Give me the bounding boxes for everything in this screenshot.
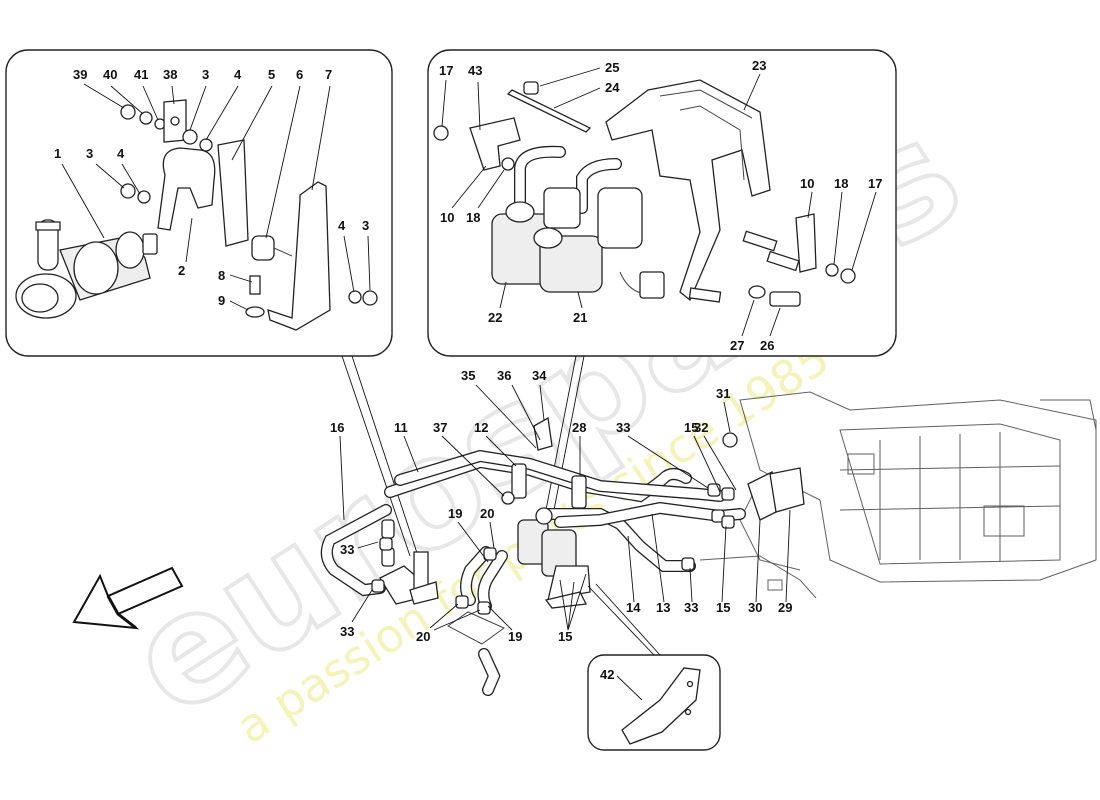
callout-25: 25 [605,60,619,75]
callout-27: 27 [730,338,744,353]
callout-4: 4 [234,67,242,82]
leader-lines-right [441,67,877,337]
callout-5: 5 [268,67,275,82]
callouts-left: 39 40 41 38 3 4 5 6 7 1 3 4 2 8 9 4 3 [54,67,369,308]
callout-33: 33 [684,600,698,615]
callout-3: 3 [362,218,369,233]
callout-40: 40 [103,67,117,82]
callout-6: 6 [296,67,303,82]
callout-18: 18 [466,210,480,225]
panel-pointers [341,355,585,557]
callout-24: 24 [605,80,620,95]
leader-lines-left [61,83,371,311]
callout-17: 17 [868,176,882,191]
callout-15: 15 [684,420,698,435]
callout-10: 10 [800,176,814,191]
pump-drawing [15,219,158,319]
callout-36: 36 [497,368,511,383]
callout-10: 10 [440,210,454,225]
callout-20: 20 [416,629,430,644]
callout-41: 41 [134,67,148,82]
callout-34: 34 [532,368,547,383]
callout-28: 28 [572,420,586,435]
support-plate [621,667,701,745]
callout-15: 15 [558,629,572,644]
callout-43: 43 [468,63,482,78]
callout-42: 42 [600,667,614,682]
callout-13: 13 [656,600,670,615]
callout-14: 14 [626,600,641,615]
detail-panel-valve: 17 43 25 24 23 10 18 10 18 17 22 21 27 2… [427,49,897,357]
callout-33: 33 [616,420,630,435]
callout-26: 26 [760,338,774,353]
callout-15: 15 [716,600,730,615]
leader-lines-main [339,384,791,631]
callout-19: 19 [448,506,462,521]
callout-16: 16 [330,420,344,435]
callout-33: 33 [340,624,354,639]
callout-35: 35 [461,368,475,383]
engine-bay-outline [699,391,1097,599]
callout-1: 1 [54,146,61,161]
callout-22: 22 [488,310,502,325]
callout-2: 2 [178,263,185,278]
fastener-stack [120,99,378,306]
small-bracket-right [795,213,817,273]
callout-37: 37 [433,420,447,435]
callout-38: 38 [163,67,177,82]
callout-3: 3 [86,146,93,161]
callout-20: 20 [480,506,494,521]
callout-9: 9 [218,293,225,308]
callouts-right: 17 43 25 24 23 10 18 10 18 17 22 21 27 2… [439,58,882,353]
callout-4: 4 [338,218,346,233]
callout-23: 23 [752,58,766,73]
callout-19: 19 [508,629,522,644]
callout-17: 17 [439,63,453,78]
callout-29: 29 [778,600,792,615]
detail-panel-bracket: 42 [587,583,721,751]
callout-11: 11 [394,420,408,435]
front-arrow-icon [72,566,184,630]
clamp-strap [157,147,216,231]
rod [506,89,592,133]
hose-assembly [320,416,805,696]
callout-18: 18 [834,176,848,191]
double-valve [491,145,665,299]
callout-4: 4 [117,146,125,161]
callout-30: 30 [748,600,762,615]
callout-31: 31 [716,386,730,401]
callout-33: 33 [340,542,354,557]
rubber-mount [251,235,293,261]
callout-32: 32 [694,420,708,435]
callout-12: 12 [474,420,488,435]
detail-panel-pump: 39 40 41 38 3 4 5 6 7 1 3 4 2 8 9 4 3 [5,49,393,357]
callout-8: 8 [218,268,225,283]
mounting-bracket [267,181,331,331]
callout-3: 3 [202,67,209,82]
direction-arrow [72,566,184,630]
callout-7: 7 [325,67,332,82]
small-bracket [469,117,521,171]
bracket-plate [217,139,249,247]
callouts-main: 35 36 34 16 11 37 12 28 33 15 32 31 19 2… [330,368,792,644]
bolt-and-washer [245,275,265,318]
callout-39: 39 [73,67,87,82]
callout-21: 21 [573,310,587,325]
valve-support-bracket [605,79,771,302]
